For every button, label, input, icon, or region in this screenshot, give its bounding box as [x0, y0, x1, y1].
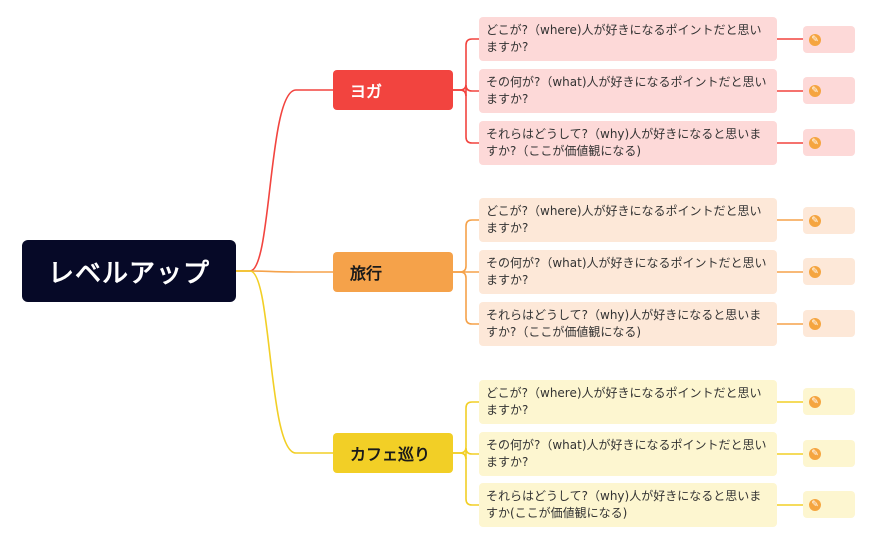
pencil-icon[interactable]: ✎	[809, 265, 821, 278]
leaf-text: どこが?（where)人が好きになるポイントだと思いますか?	[486, 204, 762, 235]
note-chip[interactable]: ✎	[803, 310, 855, 337]
pencil-icon[interactable]: ✎	[809, 447, 821, 460]
branch-label: 旅行	[350, 264, 383, 283]
note-chip[interactable]: ✎	[803, 258, 855, 285]
note-chip[interactable]: ✎	[803, 77, 855, 104]
pencil-icon[interactable]: ✎	[809, 214, 821, 227]
branch-leaf-connector	[453, 452, 479, 506]
branch-leaf-connector	[453, 271, 479, 325]
branch-node-travel[interactable]: 旅行	[333, 252, 453, 292]
pencil-icon[interactable]: ✎	[809, 33, 821, 46]
branch-label: カフェ巡り	[350, 445, 431, 464]
leaf-text: それらはどうして?（why)人が好きになると思いますか(ここが価値観になる)	[486, 489, 762, 520]
leaf-text: その何が?（what)人が好きになるポイントだと思いますか?	[486, 256, 767, 287]
pencil-icon[interactable]: ✎	[809, 317, 821, 330]
leaf-node[interactable]: どこが?（where)人が好きになるポイントだと思いますか?	[479, 17, 777, 61]
root-label: レベルアップ	[47, 258, 210, 289]
note-chip[interactable]: ✎	[803, 388, 855, 415]
leaf-node[interactable]: どこが?（where)人が好きになるポイントだと思いますか?	[479, 380, 777, 424]
root-node[interactable]: レベルアップ	[22, 240, 236, 302]
note-chip[interactable]: ✎	[803, 440, 855, 467]
branch-leaf-connector	[453, 219, 479, 273]
leaf-node[interactable]: それらはどうして?（why)人が好きになると思いますか?（ここが価値観になる)	[479, 302, 777, 346]
pencil-icon[interactable]: ✎	[809, 498, 821, 511]
leaf-text: どこが?（where)人が好きになるポイントだと思いますか?	[486, 23, 762, 54]
pencil-icon[interactable]: ✎	[809, 395, 821, 408]
leaf-node[interactable]: どこが?（where)人が好きになるポイントだと思いますか?	[479, 198, 777, 242]
leaf-node[interactable]: その何が?（what)人が好きになるポイントだと思いますか?	[479, 432, 777, 476]
note-chip[interactable]: ✎	[803, 129, 855, 156]
branch-leaf-connector	[453, 89, 479, 144]
leaf-text: それらはどうして?（why)人が好きになると思いますか?（ここが価値観になる)	[486, 127, 762, 158]
pencil-icon[interactable]: ✎	[809, 136, 821, 149]
branch-leaf-connector	[453, 38, 479, 91]
leaf-node[interactable]: それらはどうして?（why)人が好きになると思いますか?（ここが価値観になる)	[479, 121, 777, 165]
root-branch-connector	[236, 89, 333, 272]
branch-node-cafe[interactable]: カフェ巡り	[333, 433, 453, 473]
leaf-text: その何が?（what)人が好きになるポイントだと思いますか?	[486, 75, 767, 106]
branch-node-yoga[interactable]: ヨガ	[333, 70, 453, 110]
leaf-text: それらはどうして?（why)人が好きになると思いますか?（ここが価値観になる)	[486, 308, 762, 339]
leaf-node[interactable]: その何が?（what)人が好きになるポイントだと思いますか?	[479, 250, 777, 294]
leaf-node[interactable]: それらはどうして?（why)人が好きになると思いますか(ここが価値観になる)	[479, 483, 777, 527]
leaf-node[interactable]: その何が?（what)人が好きになるポイントだと思いますか?	[479, 69, 777, 113]
note-chip[interactable]: ✎	[803, 207, 855, 234]
note-chip[interactable]: ✎	[803, 26, 855, 53]
leaf-text: どこが?（where)人が好きになるポイントだと思いますか?	[486, 386, 762, 417]
root-branch-connector	[236, 270, 333, 454]
leaf-text: その何が?（what)人が好きになるポイントだと思いますか?	[486, 438, 767, 469]
note-chip[interactable]: ✎	[803, 491, 855, 518]
branch-label: ヨガ	[350, 82, 383, 101]
pencil-icon[interactable]: ✎	[809, 84, 821, 97]
branch-leaf-connector	[453, 401, 479, 454]
